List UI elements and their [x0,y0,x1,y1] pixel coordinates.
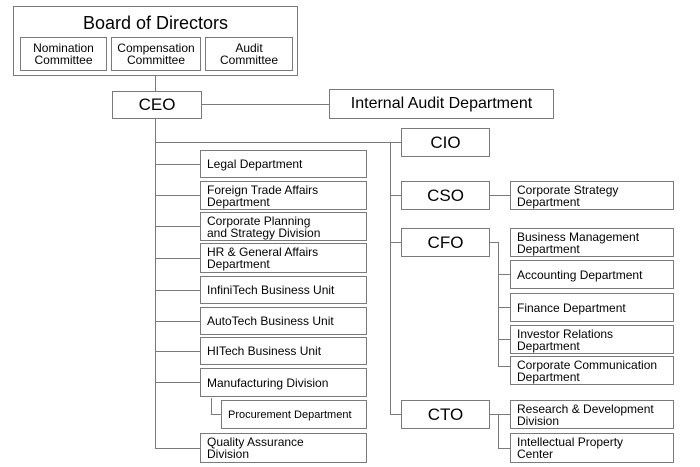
connector-cfo-trunk [498,242,499,367]
ceo-box: CEO [112,91,202,119]
manufacturing-division: Manufacturing Division [200,368,367,397]
connector-board-ceo [155,74,156,92]
hitech-business-unit: HITech Business Unit [200,337,367,365]
connector-ceo-tick-planning [155,226,201,227]
connector-ceo-trunk [155,118,156,449]
connector-ceo-audit [201,104,330,105]
hr-general-affairs-department: HR & General Affairs Department [200,243,367,273]
procurement-department: Procurement Department [221,400,367,429]
connector-ceo-tick-legal [155,164,201,165]
connector-exec-tick-cfo [390,242,402,243]
autotech-business-unit: AutoTech Business Unit [200,307,367,335]
connector-cso-dept [489,195,510,196]
connector-ceo-tick-hitech [155,351,201,352]
connector-manufacturing-procurement [211,398,212,414]
corporate-planning-strategy-division: Corporate Planning and Strategy Division [200,212,367,241]
connector-ceo-tick-autotech [155,321,201,322]
connector-cto-branch [489,414,510,415]
board-title: Board of Directors [82,13,229,33]
connector-cfo-tick-comm [498,366,510,367]
connector-ceo-tick-quality [155,448,201,449]
connector-cto-tick-ip [498,448,510,449]
cso-box: CSO [401,181,490,210]
connector-cfo-tick-finance [498,307,510,308]
research-development-division: Research & Development Division [510,400,674,429]
connector-cfo-tick-accounting [498,274,510,275]
connector-exec-tick-cto [390,414,402,415]
connector-ceo-tick-foreign [155,195,201,196]
internal-audit-department: Internal Audit Department [329,89,554,119]
business-management-department: Business Management Department [510,228,674,257]
infinitech-business-unit: InfiniTech Business Unit [200,276,367,304]
connector-ceo-tick-hr [155,258,201,259]
connector-ceo-tick-infinitech [155,290,201,291]
connector-ceo-tick-manufacturing [155,382,201,383]
connector-manufacturing-procurement-tick [211,414,221,415]
connector-cfo-tick-ir [498,339,510,340]
corporate-strategy-department: Corporate Strategy Department [510,181,674,210]
investor-relations-department: Investor Relations Department [510,325,674,354]
committee-compensation: Compensation Committee [111,37,201,71]
corporate-communication-department: Corporate Communication Department [510,356,674,385]
connector-ceo-exec [155,142,401,143]
legal-department: Legal Department [200,150,367,178]
connector-cfo-branch [489,242,499,243]
cfo-box: CFO [401,228,490,257]
connector-cto-trunk [498,414,499,449]
accounting-department: Accounting Department [510,260,674,289]
cio-box: CIO [401,128,490,157]
quality-assurance-division: Quality Assurance Division [200,433,367,463]
connector-exec-tick-cso [390,195,402,196]
committee-nomination: Nomination Committee [20,37,107,71]
cto-box: CTO [401,400,490,429]
intellectual-property-center: Intellectual Property Center [510,433,674,463]
finance-department: Finance Department [510,293,674,322]
connector-exec-trunk [390,142,391,415]
committee-audit: Audit Committee [205,37,293,71]
foreign-trade-affairs-department: Foreign Trade Affairs Department [200,181,367,210]
